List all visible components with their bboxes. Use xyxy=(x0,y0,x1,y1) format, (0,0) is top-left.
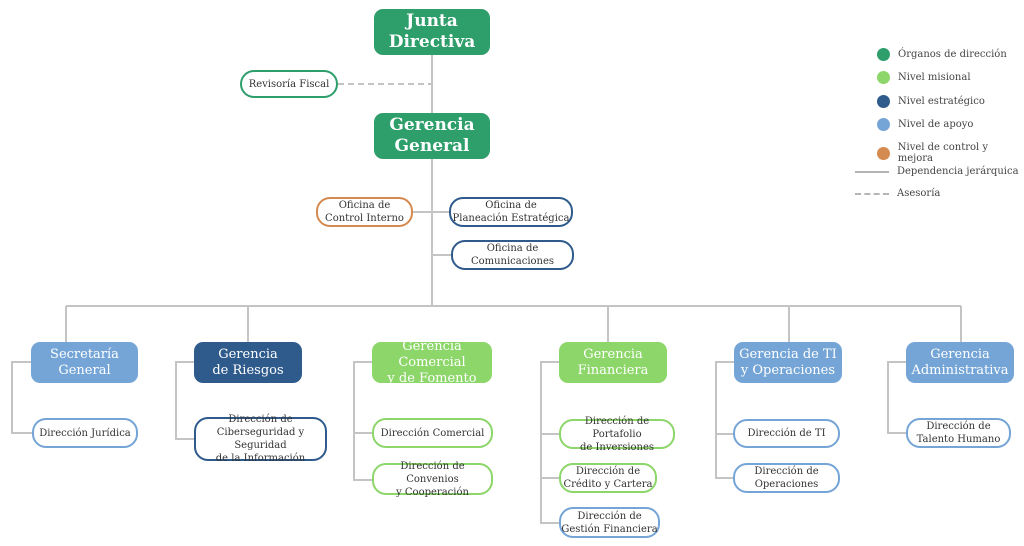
legend-item: Órganos de dirección xyxy=(855,48,1007,61)
gerencia-administrativa-box: Gerencia Administrativa xyxy=(906,342,1014,383)
revisoria-fiscal-box: Revisoría Fiscal xyxy=(240,70,338,98)
secretaria-general-box: Secretaría General xyxy=(31,342,138,383)
legend-label: Nivel misional xyxy=(898,72,971,83)
direccion-talento-humano-box: Dirección de Talento Humano xyxy=(906,418,1011,448)
legend-label: Nivel de control y mejora xyxy=(897,142,989,164)
legend-item: Nivel estratégico xyxy=(855,95,985,108)
legend-dot-icon xyxy=(877,146,890,160)
junta-directiva-box: Junta Directiva xyxy=(374,9,490,55)
planeacion-box: Oficina de Planeación Estratégica xyxy=(449,197,573,227)
gerencia-comercial-box: Gerencia Comercial y de Fomento xyxy=(372,339,492,386)
direccion-credito-box: Dirección de Crédito y Cartera xyxy=(559,463,657,493)
legend-label: Nivel de apoyo xyxy=(898,119,974,130)
direccion-ciberseguridad-box: Dirección de Ciberseguridad y Seguridad … xyxy=(194,414,327,464)
legend-dot-icon xyxy=(877,48,890,61)
direccion-comercial-box: Dirección Comercial xyxy=(372,418,493,448)
direccion-operaciones-box: Dirección de Operaciones xyxy=(733,463,840,493)
legend-label: Órganos de dirección xyxy=(898,49,1007,60)
dashed-line-icon xyxy=(855,192,889,195)
comunicaciones-box: Oficina de Comunicaciones xyxy=(451,240,574,270)
gerencia-riesgos-box: Gerencia de Riesgos xyxy=(194,342,302,383)
direccion-ti-box: Dirección de TI xyxy=(733,419,840,448)
legend-label: Dependencia jerárquica xyxy=(897,166,1019,177)
legend-dot-icon xyxy=(877,95,890,108)
legend-dot-icon xyxy=(877,118,890,131)
gerencia-ti-box: Gerencia de TI y Operaciones xyxy=(734,342,842,383)
legend-item: Dependencia jerárquica xyxy=(855,166,1019,177)
legend-dot-icon xyxy=(877,71,890,84)
legend-item: Nivel misional xyxy=(855,71,971,84)
legend-item: Nivel de control y mejora xyxy=(855,142,1024,164)
legend-item: Asesoría xyxy=(855,188,940,199)
gerencia-general-box: Gerencia General xyxy=(374,113,490,159)
direccion-portafolio-box: Dirección de Portafolio de Inversiones xyxy=(559,416,675,453)
legend-label: Nivel estratégico xyxy=(898,96,985,107)
solid-line-icon xyxy=(855,170,889,173)
legend-item: Nivel de apoyo xyxy=(855,118,973,131)
direccion-gestion-financiera-box: Dirección de Gestión Financiera xyxy=(559,507,660,538)
direccion-juridica-box: Dirección Jurídica xyxy=(32,418,138,448)
legend-label: Asesoría xyxy=(897,188,941,199)
gerencia-financiera-box: Gerencia Financiera xyxy=(559,342,667,383)
direccion-convenios-box: Dirección de Convenios y Cooperación xyxy=(372,461,493,498)
control-interno-box: Oficina de Control Interno xyxy=(316,197,413,227)
